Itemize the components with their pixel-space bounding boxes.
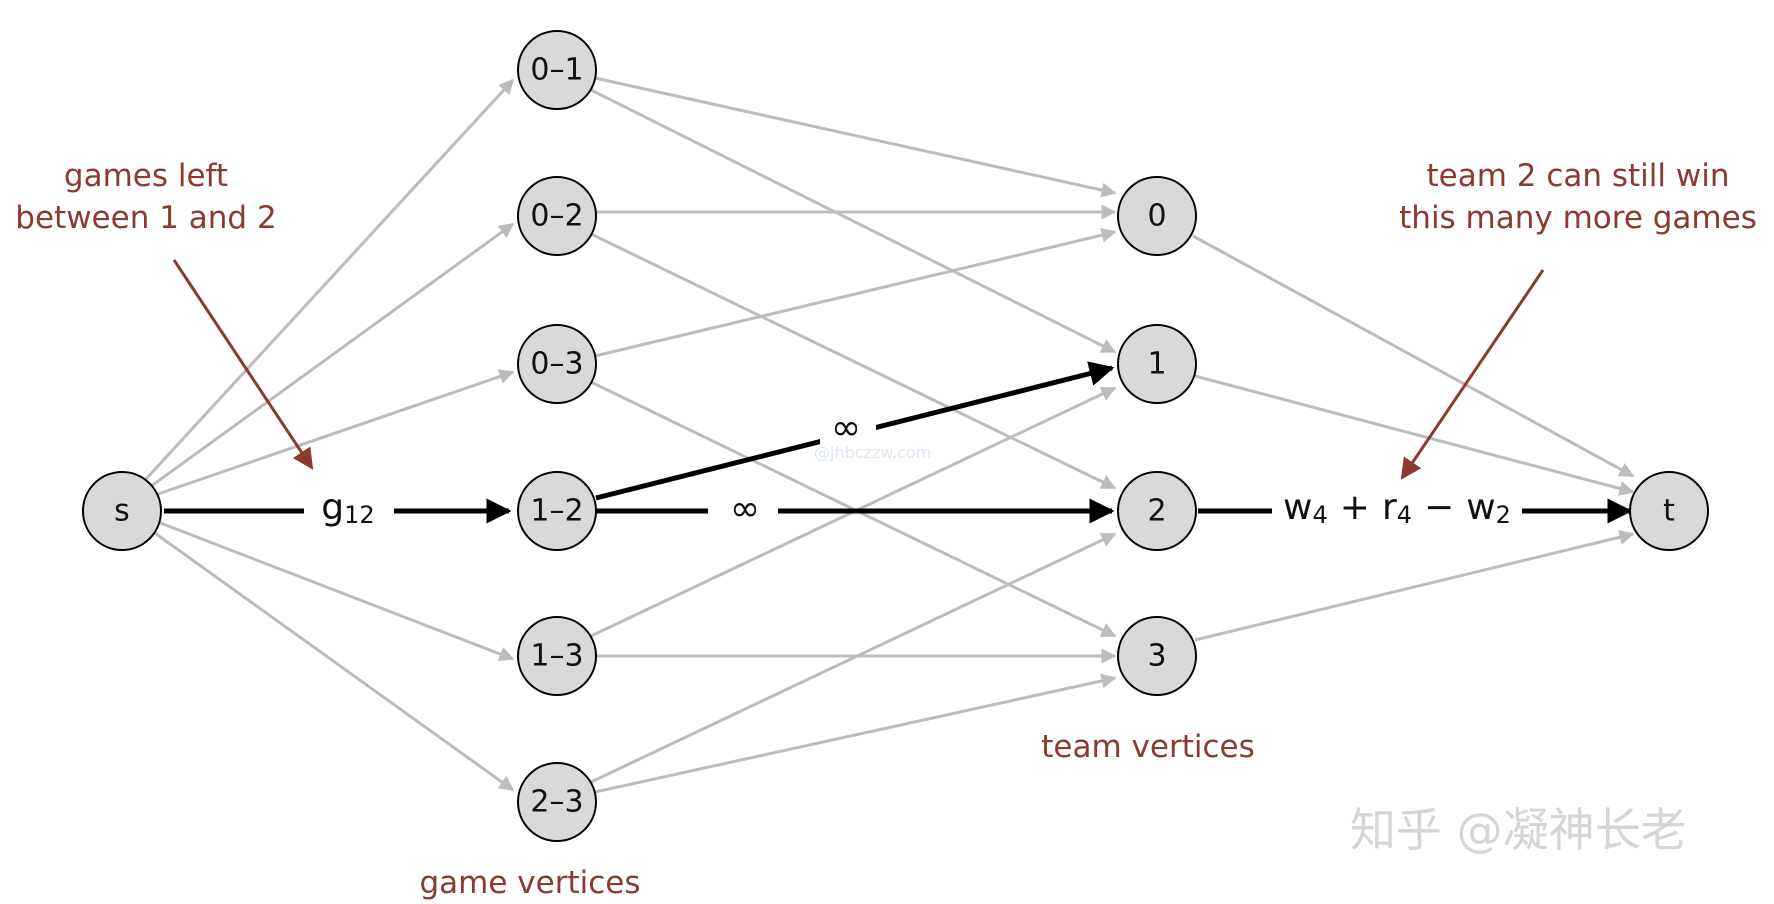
team-to-sink-edges [1192, 234, 1635, 642]
capacity-label-g12: g12 [304, 484, 394, 538]
node-game-02: 0–2 [517, 176, 597, 256]
annotation-game-vertices: game vertices [420, 865, 641, 901]
node-game-01: 0–1 [517, 30, 597, 110]
node-game-12: 1–2 [517, 471, 597, 551]
svg-text:0–3: 0–3 [530, 347, 583, 382]
edge-23-2 [590, 532, 1117, 784]
svg-text:g12: g12 [321, 487, 374, 530]
edge-02-2 [590, 232, 1117, 490]
svg-text:0–1: 0–1 [530, 53, 583, 88]
annotation-team-can-win-line1: team 2 can still win [1426, 158, 1729, 194]
node-team-2: 2 [1117, 471, 1197, 551]
team-vertices: 0 1 2 3 [1117, 176, 1197, 696]
node-game-23: 2–3 [517, 762, 597, 842]
node-s: s [82, 471, 162, 551]
edge-s-23 [151, 529, 515, 792]
annotation-team-can-win-line2: this many more games [1399, 200, 1757, 236]
edge-01-0 [594, 76, 1117, 198]
annotation-games-left-line2: between 1 and 2 [15, 200, 276, 236]
capacity-label-inf-1: ∞ [820, 408, 876, 450]
game-vertices: 0–1 0–2 0–3 1–2 1–3 2–3 [517, 30, 597, 842]
svg-text:0: 0 [1147, 199, 1166, 234]
node-team-1: 1 [1117, 324, 1197, 404]
edge-03-0 [594, 227, 1117, 358]
edge-s-02 [149, 222, 515, 489]
node-team-0: 0 [1117, 176, 1197, 256]
annotation-team-vertices: team vertices [1041, 729, 1254, 765]
cap-inf-1: ∞ [831, 408, 861, 449]
edge-s-03 [157, 369, 515, 496]
source-to-game-edges [144, 78, 515, 792]
edge-23-3 [594, 673, 1117, 794]
svg-text:1–2: 1–2 [530, 494, 583, 529]
watermark-text: 知乎 @凝神长老 [1350, 803, 1687, 857]
cap-inf-2: ∞ [730, 489, 760, 530]
edge-s-13 [157, 520, 515, 662]
svg-text:0–2: 0–2 [530, 199, 583, 234]
node-s-label: s [114, 494, 130, 529]
node-game-13: 1–3 [517, 616, 597, 696]
edge-3-t [1194, 529, 1635, 642]
node-t-label: t [1663, 494, 1675, 529]
watermark-small: @jhbczzw.com [814, 443, 931, 462]
annotation-games-left-arrow [172, 259, 314, 470]
cap-g: g [321, 487, 344, 528]
edge-0-t [1192, 234, 1635, 478]
edge-s-01 [144, 78, 515, 481]
svg-text:1: 1 [1147, 347, 1166, 382]
annotation-team-can-win-arrow [1400, 269, 1545, 480]
cap-g-sub: 12 [344, 501, 375, 529]
capacity-label-team-to-sink: w4+r4−w2 [1272, 484, 1522, 538]
node-team-3: 3 [1117, 616, 1197, 696]
capacity-label-inf-2: ∞ [708, 489, 778, 532]
game-to-team-edges [590, 76, 1117, 794]
svg-text:3: 3 [1147, 639, 1166, 674]
annotation-games-left: games left between 1 and 2 [15, 158, 314, 470]
edge-01-1 [590, 88, 1117, 354]
svg-text:1–3: 1–3 [530, 639, 583, 674]
svg-text:w4+r4−w2: w4+r4−w2 [1283, 487, 1511, 530]
node-t: t [1629, 471, 1709, 551]
annotation-team-can-win: team 2 can still win this many more game… [1399, 158, 1757, 480]
annotation-games-left-line1: games left [64, 158, 228, 194]
node-game-03: 0–3 [517, 324, 597, 404]
svg-text:2–3: 2–3 [530, 785, 583, 820]
svg-text:2: 2 [1147, 494, 1166, 529]
edge-1-t [1194, 374, 1635, 496]
